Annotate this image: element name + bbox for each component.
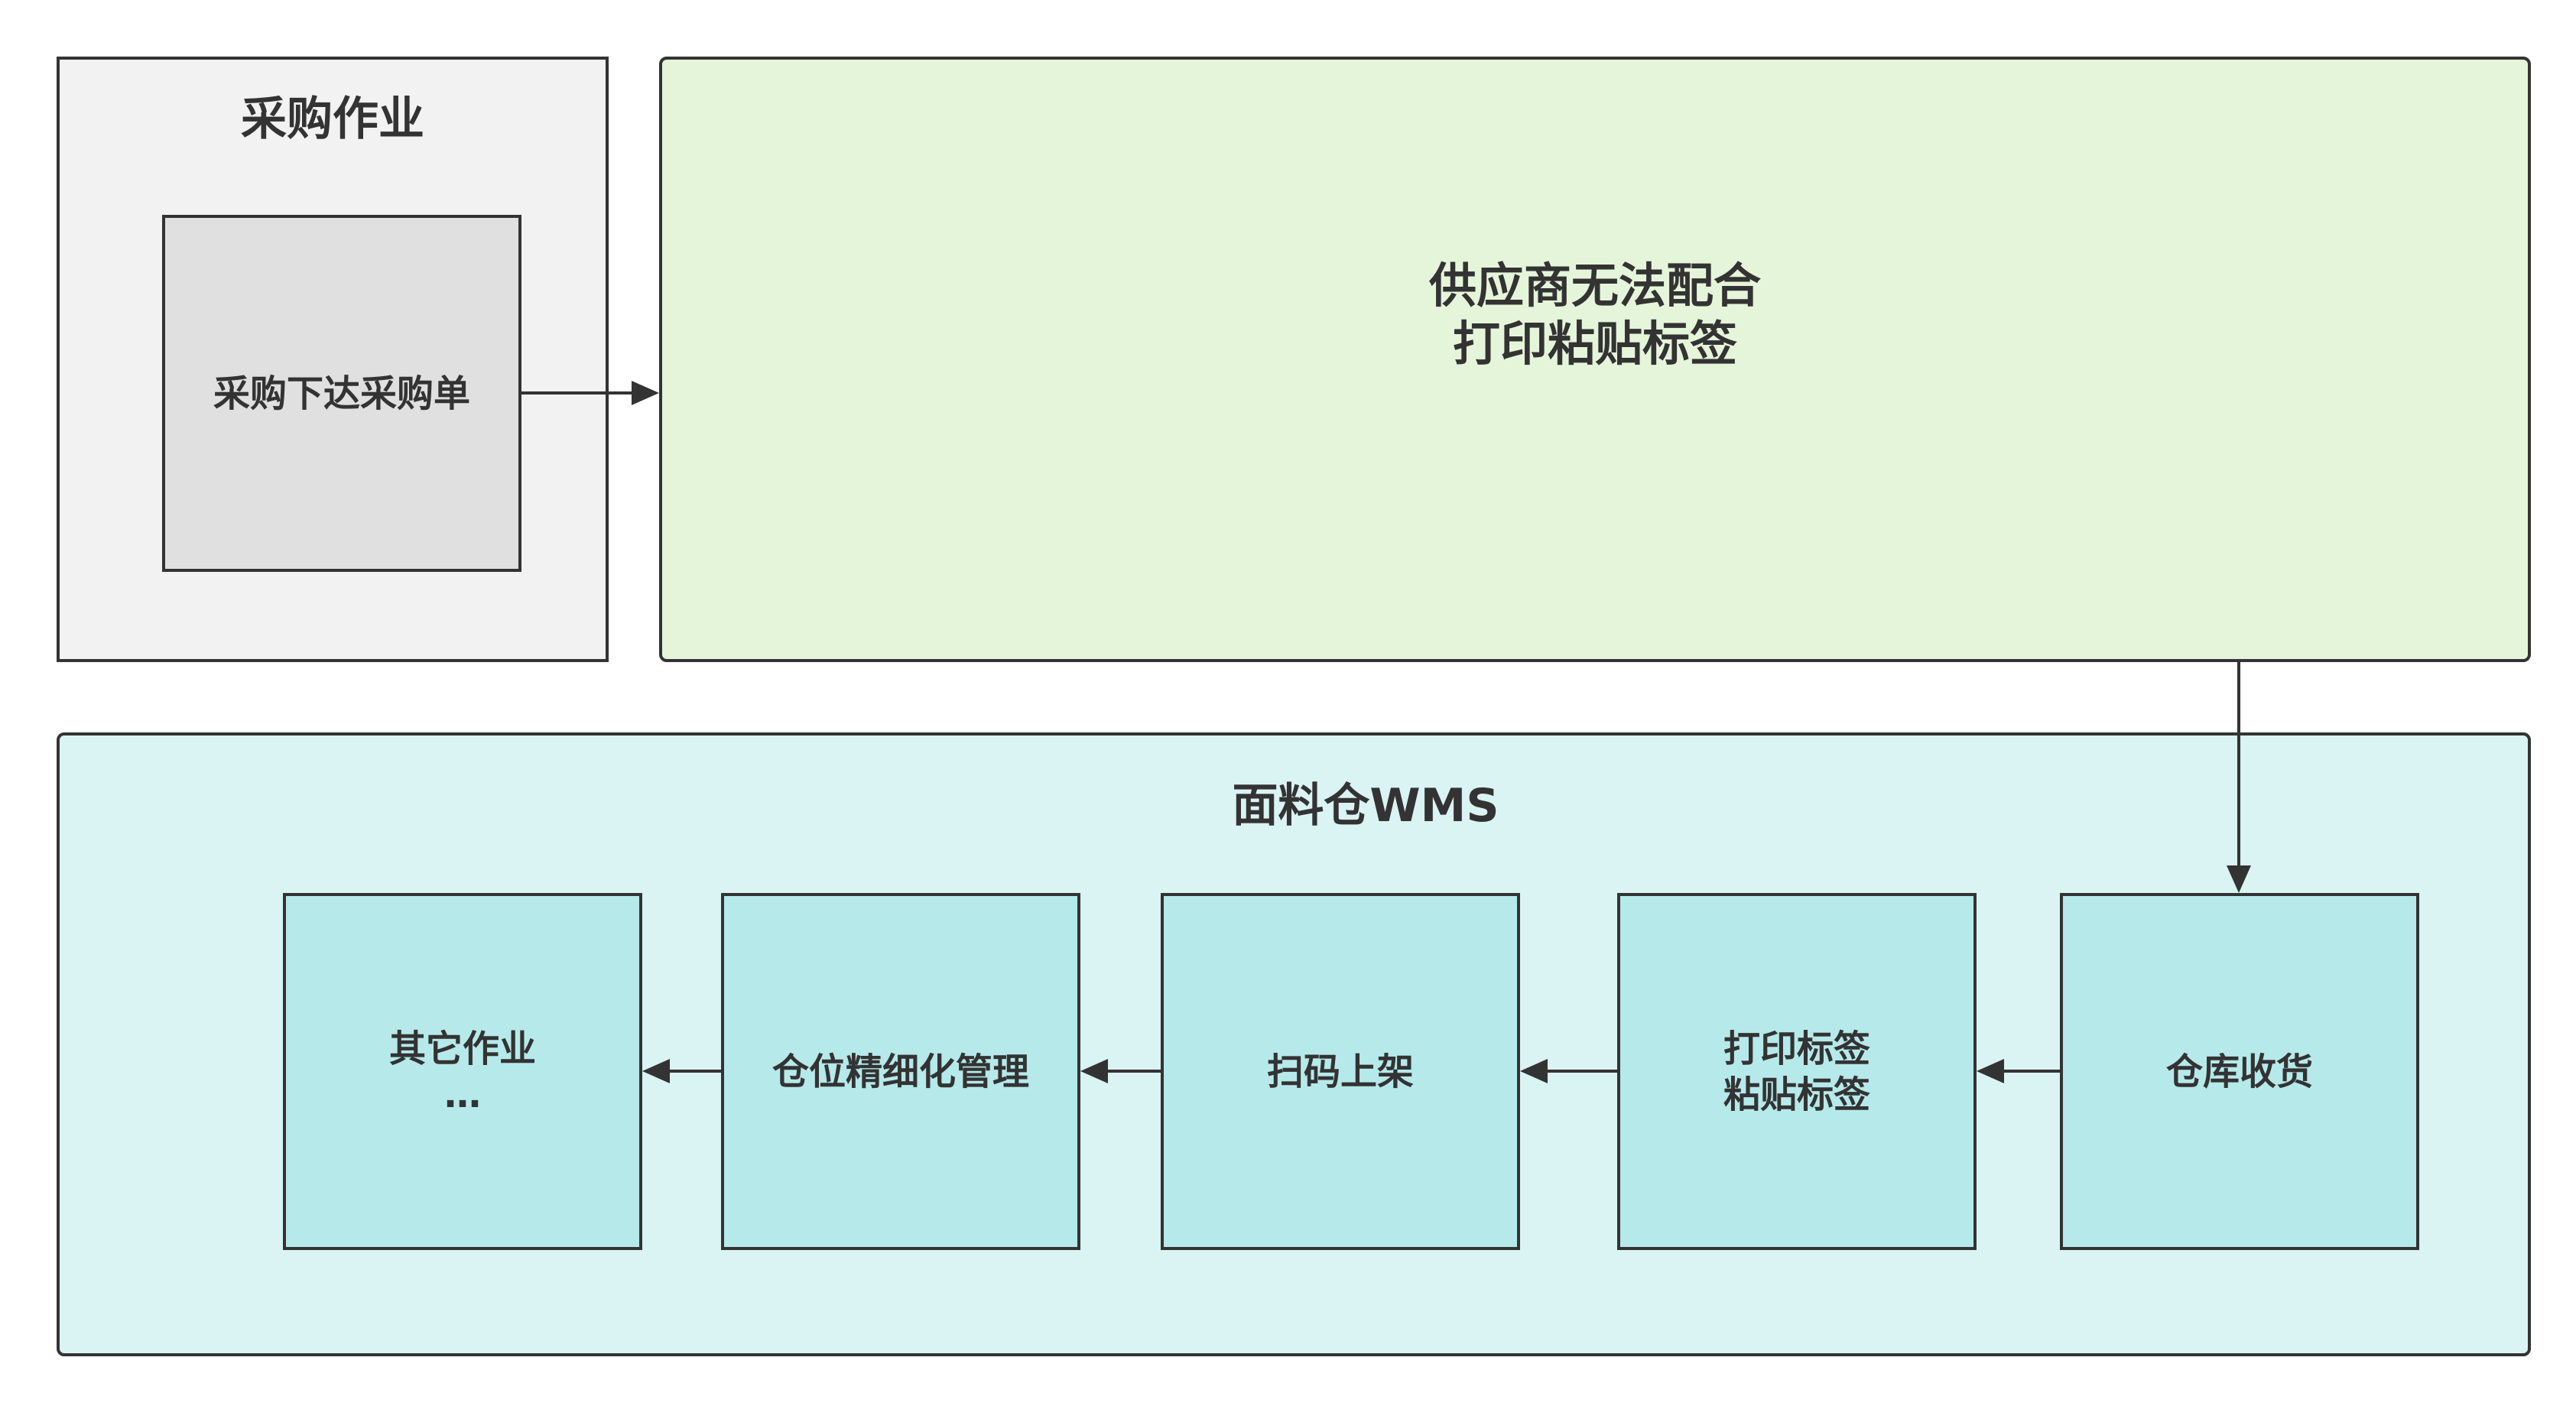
purchase-order-node: 采购下达采购单 <box>162 215 521 572</box>
other-node: 其它作业 … <box>283 893 642 1250</box>
receiving-label: 仓库收货 <box>2165 1050 2313 1093</box>
other-label: 其它作业 … <box>388 1027 536 1116</box>
arrowhead-print-to-scan <box>1520 1059 1548 1083</box>
purchasing-group-title: 采购作业 <box>241 93 424 146</box>
supplier-group: 供应商无法配合 打印粘贴标签 <box>659 57 2531 662</box>
arrowhead-receiving-to-print <box>1977 1059 2004 1083</box>
purchase-order-label: 采购下达采购单 <box>213 372 470 415</box>
bin-management-label: 仓位精细化管理 <box>772 1050 1029 1093</box>
receiving-node: 仓库收货 <box>2060 893 2419 1250</box>
scan-shelve-label: 扫码上架 <box>1266 1050 1414 1093</box>
arrowhead-bin-to-other <box>642 1059 670 1083</box>
arrowhead-scan-to-bin <box>1080 1059 1108 1083</box>
arrowhead-supplier-to-receiving <box>2227 865 2251 893</box>
bin-management-node: 仓位精细化管理 <box>721 893 1080 1250</box>
wms-group-title: 面料仓WMS <box>1232 779 1499 833</box>
print-label-node: 打印标签 粘贴标签 <box>1617 893 1977 1250</box>
arrowhead-purchase-to-supplier <box>632 381 659 405</box>
scan-shelve-node: 扫码上架 <box>1161 893 1520 1250</box>
supplier-group-title: 供应商无法配合 打印粘贴标签 <box>1428 258 1761 372</box>
print-label-label: 打印标签 粘贴标签 <box>1723 1027 1870 1116</box>
